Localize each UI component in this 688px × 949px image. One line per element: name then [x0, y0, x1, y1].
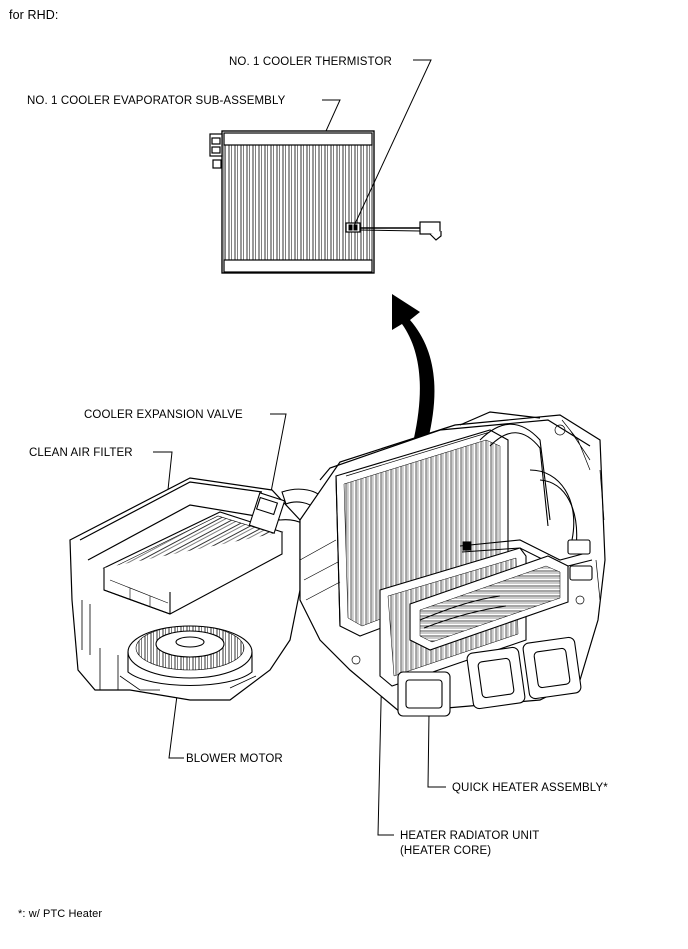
leader-lines [153, 59, 446, 836]
case-details [299, 419, 605, 665]
piping [459, 423, 593, 569]
label-cooler-expansion-valve: COOLER EXPANSION VALVE [84, 409, 243, 421]
connector-plugs [462, 539, 593, 581]
duct-outlets [397, 636, 582, 717]
label-clean-air-filter: CLEAN AIR FILTER [29, 447, 133, 459]
quick-heater-assembly-part [409, 555, 569, 651]
label-evaporator-sub-assembly: NO. 1 COOLER EVAPORATOR SUB-ASSEMBLY [27, 95, 286, 107]
footnote: *: w/ PTC Heater [18, 908, 103, 920]
label-heater-core: (HEATER CORE) [400, 845, 492, 857]
blower-motor-part [119, 625, 257, 691]
label-quick-heater-assembly: QUICK HEATER ASSEMBLY* [452, 782, 608, 794]
variant-caption: for RHD: [9, 8, 59, 22]
label-cooler-thermistor: NO. 1 COOLER THERMISTOR [229, 56, 392, 68]
evaporator-core [209, 130, 375, 274]
label-heater-radiator-unit: HEATER RADIATOR UNIT [400, 830, 540, 842]
cooler-thermistor-part [345, 221, 442, 241]
removal-arrow [392, 294, 435, 440]
label-blower-motor: BLOWER MOTOR [186, 753, 283, 765]
clean-air-filter-part [102, 511, 284, 615]
